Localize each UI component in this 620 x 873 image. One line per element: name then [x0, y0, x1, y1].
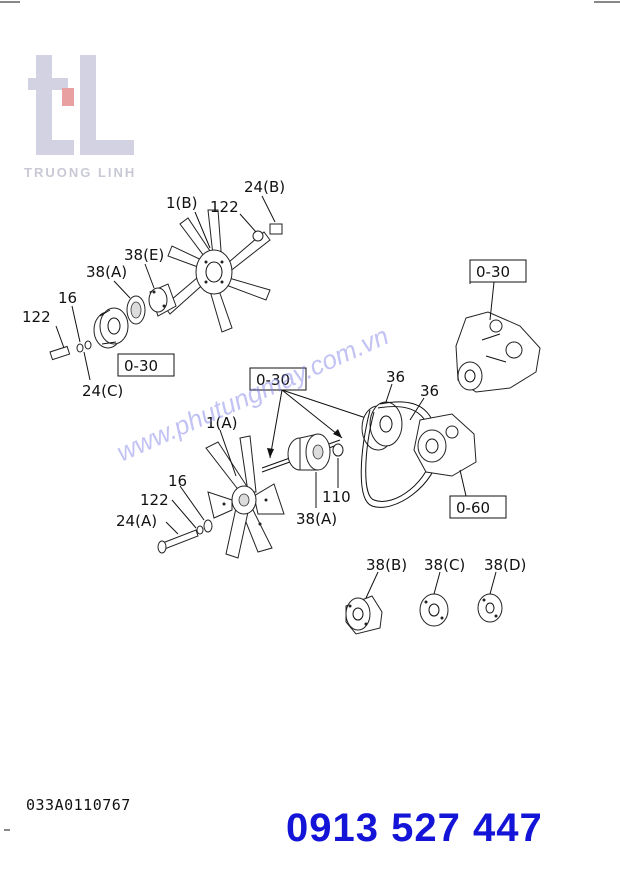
- label-122-bot: 122: [140, 491, 169, 509]
- label-110: 110: [322, 488, 351, 506]
- label-38a-bot: 38(A): [296, 510, 337, 528]
- spacer-38d: [477, 593, 503, 623]
- label-16-bot: 16: [168, 472, 187, 490]
- label-24a: 24(A): [116, 512, 157, 530]
- label-24c: 24(C): [82, 382, 123, 400]
- ref-box-030-left: [117, 353, 175, 377]
- ref-030-right: 0-30: [476, 263, 510, 281]
- ref-box-060: [449, 495, 507, 519]
- fan-1b: [163, 209, 271, 333]
- part-38a-top: [126, 295, 146, 325]
- pump-housing-lower: [413, 413, 477, 477]
- label-24b-top: 24(B): [244, 178, 285, 196]
- water-pump: [455, 311, 541, 393]
- watermark-brand-text: TRUONG LINH: [24, 165, 137, 180]
- bolt-24b-top: [252, 223, 283, 242]
- label-36-a: 36: [386, 368, 405, 386]
- label-38a-top: 38(A): [86, 263, 127, 281]
- label-1a: 1(A): [206, 414, 238, 432]
- watermark-logo: [28, 55, 134, 155]
- ref-030-mid: 0-30: [256, 371, 290, 389]
- label-1b: 1(B): [166, 194, 198, 212]
- label-122-left: 122: [22, 308, 51, 326]
- ref-box-030-mid: [249, 367, 307, 391]
- nut-110: [332, 443, 344, 457]
- spacer-38e: [148, 283, 177, 317]
- label-38c: 38(C): [424, 556, 465, 574]
- ref-060: 0-60: [456, 499, 490, 517]
- drawing-number: 033A0110767: [26, 796, 131, 814]
- label-122-top: 122: [210, 198, 239, 216]
- bolt-24a: [157, 519, 213, 554]
- bolt-24c: [49, 340, 92, 361]
- phone-number: 0913 527 447: [286, 806, 543, 850]
- label-38d: 38(D): [484, 556, 526, 574]
- pulley-top: [93, 307, 129, 349]
- spacer-38b: [345, 595, 383, 635]
- label-16-top: 16: [58, 289, 77, 307]
- fan-1a: [205, 435, 285, 559]
- ref-030-left: 0-30: [124, 357, 158, 375]
- label-38e: 38(E): [124, 246, 164, 264]
- idler-pulley-38a: [287, 433, 331, 471]
- spacer-38c: [419, 593, 449, 627]
- label-38b: 38(B): [366, 556, 407, 574]
- label-36-b: 36: [420, 382, 439, 400]
